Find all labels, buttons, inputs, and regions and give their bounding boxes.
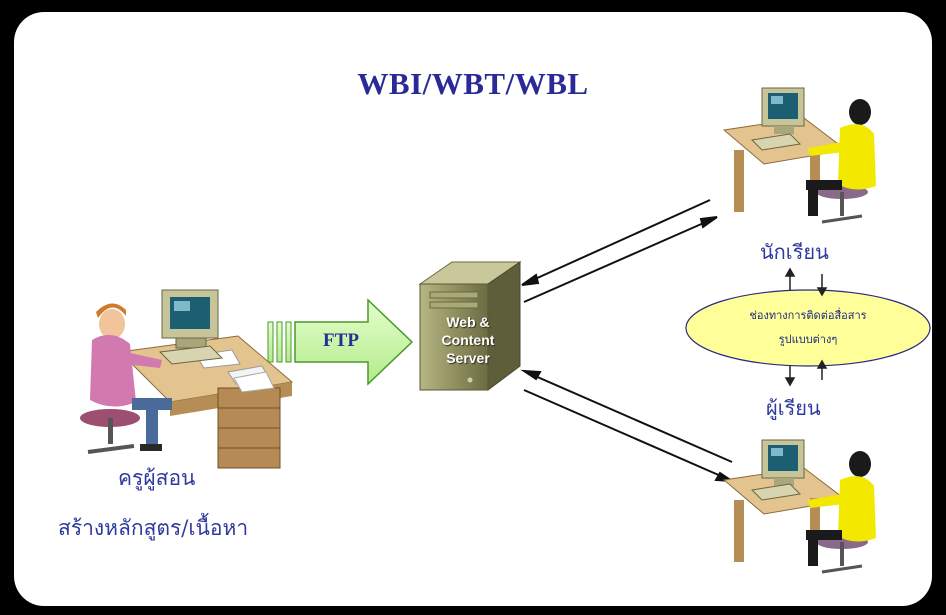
ftp-arrow [267, 298, 414, 386]
connection-arrows [520, 199, 736, 483]
server-label-line1: Web & [446, 314, 490, 330]
teacher-workstation-icon [80, 289, 294, 469]
student-workstation-bottom-icon [722, 439, 876, 574]
teacher-sublabel: สร้างหลักสูตร/เนื้อหา [58, 516, 249, 540]
server-tower-icon [418, 261, 522, 391]
server-label: Web & Content Server [422, 313, 514, 367]
teacher-label: ครูผู้สอน [118, 466, 196, 490]
page-title: WBI/WBT/WBL [357, 66, 589, 101]
student-workstation-icon [722, 87, 876, 224]
ftp-label: FTP [323, 330, 359, 351]
server-label-line3: Server [446, 350, 490, 366]
student-top-label: นักเรียน [760, 240, 829, 264]
channel-line2: รูปแบบต่างๆ [778, 333, 838, 346]
communication-ellipse [685, 289, 931, 367]
student-bottom-label: ผู้เรียน [766, 396, 821, 420]
channel-line1: ช่องทางการติดต่อสื่อสาร [749, 309, 867, 322]
small-updown-arrows [784, 267, 828, 387]
server-label-line2: Content [441, 332, 495, 348]
